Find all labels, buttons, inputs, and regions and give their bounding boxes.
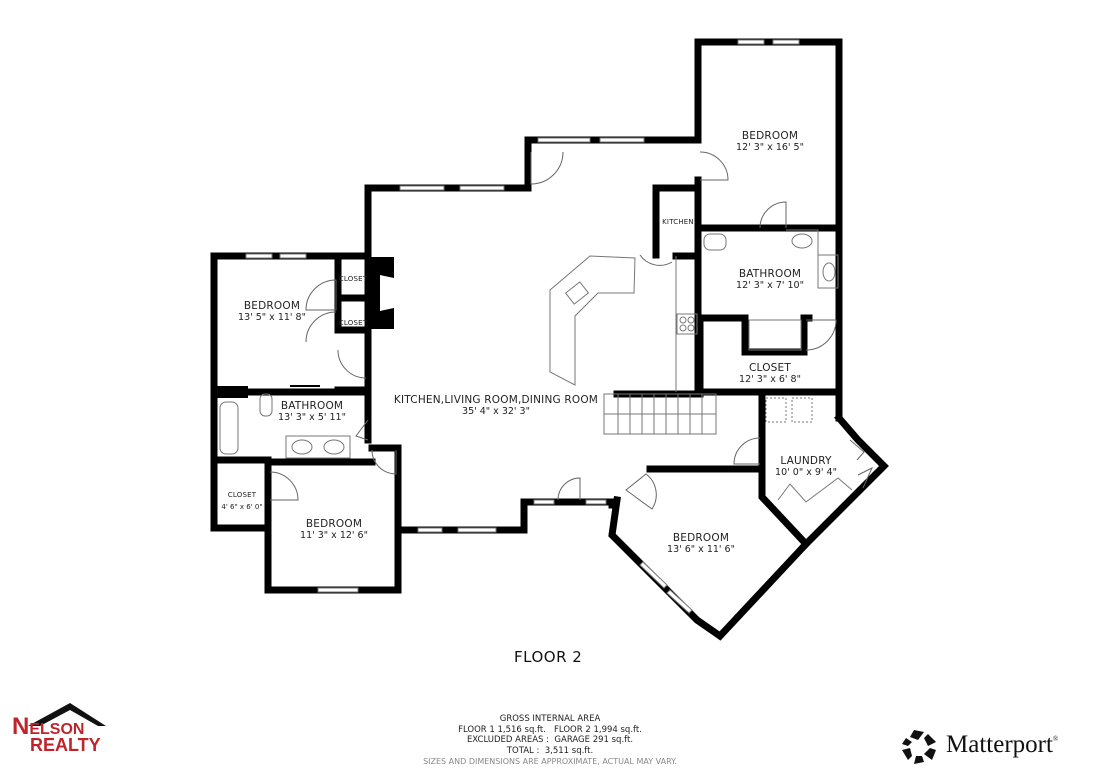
room-name: BEDROOM (672, 532, 730, 544)
room-name: BATHROOM (738, 268, 802, 280)
room-dims: 13' 6" x 11' 6" (667, 544, 735, 555)
nelson-realty-logo: NELSON REALTY (10, 700, 110, 760)
room-dims: 12' 3" x 16' 5" (736, 142, 804, 153)
room-name: LAUNDRY (780, 455, 832, 467)
gross-area-summary: GROSS INTERNAL AREA FLOOR 1 1,516 sq.ft.… (400, 714, 700, 768)
room-name: CLOSET (338, 275, 368, 283)
windows (245, 39, 800, 614)
room-name: CLOSET (748, 362, 791, 374)
room-label-kitchen-small: KITCHEN (662, 216, 694, 228)
room-name: CLOSET (338, 319, 368, 327)
room-dims: 10' 0" x 9' 4" (775, 467, 837, 478)
room-label-closet-w2: CLOSET (339, 317, 367, 329)
room-label-closet-e: CLOSET 12' 3" x 6' 8" (739, 362, 801, 386)
room-name: BEDROOM (243, 300, 301, 312)
room-label-bedroom-se: BEDROOM 13' 6" x 11' 6" (667, 532, 735, 556)
roof-icon (28, 703, 106, 726)
room-label-great-room: KITCHEN,LIVING ROOM,DINING ROOM 35' 4" x… (394, 394, 598, 418)
room-dims: 12' 3" x 6' 8" (739, 374, 801, 385)
room-name: KITCHEN (662, 218, 694, 226)
area-floors: FLOOR 1 1,516 sq.ft. FLOOR 2 1,994 sq.ft… (458, 724, 642, 735)
stairs (604, 394, 716, 434)
area-excluded: EXCLUDED AREAS : GARAGE 291 sq.ft. (466, 735, 634, 745)
room-name: BEDROOM (305, 518, 363, 530)
room-dims: 13' 3" x 5' 11" (278, 412, 346, 423)
area-total: TOTAL : 3,511 sq.ft. (506, 745, 594, 756)
floor-title: FLOOR 2 (514, 648, 583, 666)
room-label-bedroom-ne: BEDROOM 12' 3" x 16' 5" (736, 130, 804, 154)
room-label-bedroom-w: BEDROOM 13' 5" x 11' 8" (238, 300, 306, 324)
room-name: CLOSET (227, 491, 257, 499)
area-disclaimer: SIZES AND DIMENSIONS ARE APPROXIMATE, AC… (423, 757, 677, 766)
room-label-laundry: LAUNDRY 10' 0" x 9' 4" (775, 455, 837, 479)
room-dims: 11' 3" x 12' 6" (300, 530, 368, 541)
room-name: BEDROOM (741, 130, 799, 142)
doors (269, 151, 874, 510)
room-label-closet-w1: CLOSET (339, 273, 367, 285)
matterport-logo: Matterport® (900, 728, 1100, 768)
room-dims: 4' 6" x 6' 0" (221, 503, 263, 511)
fixtures (216, 229, 853, 503)
room-dims: 12' 3" x 7' 10" (736, 280, 804, 291)
room-dims: 13' 5" x 11' 8" (238, 312, 306, 323)
fireplace-icon (368, 257, 394, 329)
room-dims: 35' 4" x 32' 3" (462, 406, 530, 417)
room-label-bathroom-w: BATHROOM 13' 3" x 5' 11" (278, 400, 346, 424)
room-label-bathroom-e: BATHROOM 12' 3" x 7' 10" (736, 268, 804, 292)
area-heading: GROSS INTERNAL AREA (499, 714, 601, 724)
room-label-closet-sw: CLOSET 4' 6" x 6' 0" (221, 489, 262, 513)
matterport-mark-icon (902, 730, 936, 764)
room-label-bedroom-sw: BEDROOM 11' 3" x 12' 6" (300, 518, 368, 542)
room-name: KITCHEN,LIVING ROOM,DINING ROOM (393, 394, 599, 406)
room-name: BATHROOM (280, 400, 344, 412)
